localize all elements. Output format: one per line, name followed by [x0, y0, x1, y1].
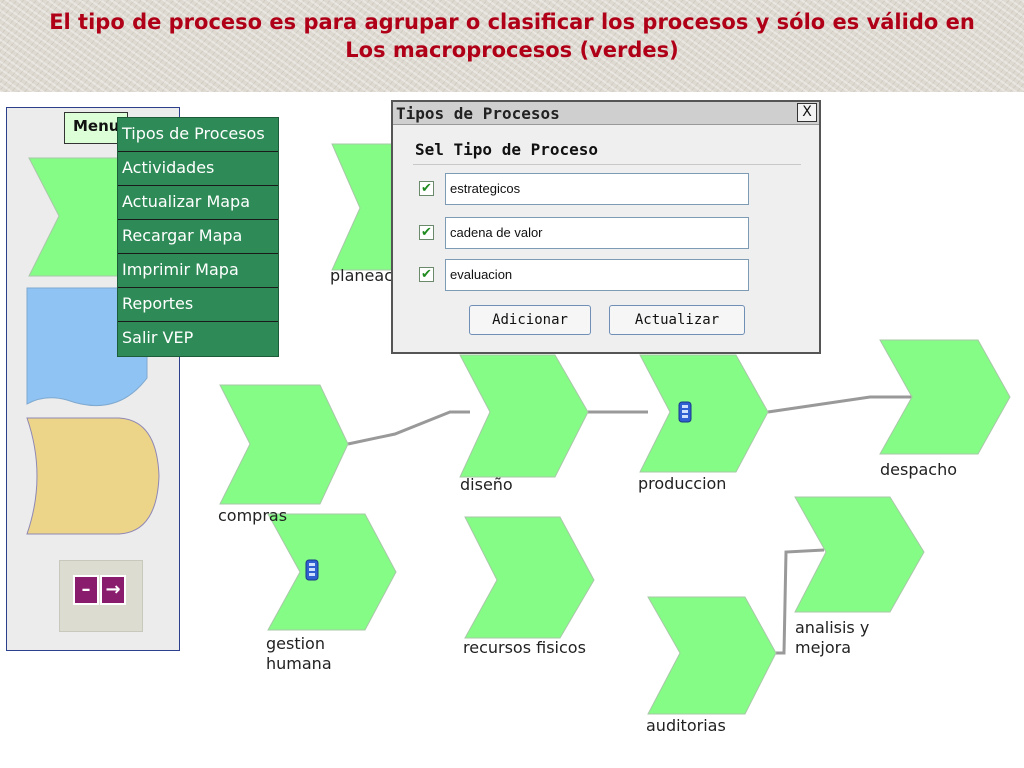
- exit-button[interactable]: – →: [59, 560, 143, 632]
- menu-item-salir-vep[interactable]: Salir VEP: [122, 328, 194, 347]
- option-input-cadena-de-valor[interactable]: cadena de valor: [445, 217, 749, 249]
- node-label-produccion: produccion: [638, 474, 727, 493]
- menu-item-imprimir-mapa[interactable]: Imprimir Mapa: [118, 254, 278, 288]
- menu-item-actividades[interactable]: Actividades: [118, 152, 278, 186]
- menu-item-tipos-de-procesos[interactable]: Tipos de Procesos: [118, 118, 278, 152]
- process-chevron-diseno[interactable]: [459, 354, 589, 478]
- process-chevron-despacho[interactable]: [879, 339, 1011, 455]
- dialog-heading: Sel Tipo de Proceso: [415, 140, 599, 159]
- node-label-gestion-humana: gestion humana: [266, 634, 332, 673]
- node-label-auditorias: auditorias: [646, 716, 726, 735]
- connector-auditorias-analisis: [776, 548, 825, 655]
- checkbox-evaluacion[interactable]: ✔: [419, 267, 434, 282]
- process-chevron-produccion[interactable]: [639, 354, 769, 473]
- document-icon[interactable]: [677, 400, 693, 424]
- banner-title-line2: Los macroprocesos (verdes): [345, 38, 679, 62]
- menu-item-recargar-mapa[interactable]: Recargar Mapa: [118, 220, 278, 254]
- node-label-analisis-mejora: analisis y mejora: [795, 618, 870, 657]
- actualizar-button[interactable]: Actualizar: [609, 305, 745, 335]
- arrow-right-icon: →: [100, 575, 126, 605]
- option-row-evaluacion: ✔ evaluacion: [419, 259, 749, 291]
- option-row-estrategicos: ✔ estrategicos: [419, 173, 749, 205]
- tipos-de-procesos-dialog: Tipos de Procesos X Sel Tipo de Proceso …: [391, 100, 821, 354]
- dialog-title: Tipos de Procesos: [396, 104, 560, 123]
- process-chevron-auditorias[interactable]: [647, 596, 777, 715]
- node-label-diseno: diseño: [460, 475, 513, 494]
- option-input-estrategicos[interactable]: estrategicos: [445, 173, 749, 205]
- connector-compras-diseno: [347, 410, 470, 446]
- close-button[interactable]: X: [797, 103, 817, 122]
- option-row-cadena-de-valor: ✔ cadena de valor: [419, 217, 749, 249]
- banner-title-line1: El tipo de proceso es para agrupar o cla…: [49, 10, 975, 34]
- node-label-despacho: despacho: [880, 460, 958, 479]
- adicionar-button[interactable]: Adicionar: [469, 305, 591, 335]
- dropdown-menu: Tipos de Procesos Actividades Actualizar…: [117, 117, 279, 357]
- process-map-canvas: – → Menu Tipos de Procesos Actividades A…: [0, 92, 1024, 768]
- menu-item-reportes[interactable]: Reportes: [118, 288, 278, 322]
- document-icon[interactable]: [304, 558, 320, 582]
- process-chevron-analisis-mejora[interactable]: [794, 496, 925, 613]
- connector-produccion-despacho: [767, 395, 912, 414]
- connector-lines: [347, 395, 912, 655]
- node-label-recursos-fisicos: recursos fisicos: [463, 638, 586, 657]
- process-chevron-recursos-fisicos[interactable]: [464, 516, 595, 639]
- menu-item-actualizar-mapa[interactable]: Actualizar Mapa: [118, 186, 278, 220]
- title-banner: El tipo de proceso es para agrupar o cla…: [0, 0, 1024, 92]
- node-label-planeacion: planeac: [330, 266, 393, 285]
- dialog-titlebar[interactable]: Tipos de Procesos X: [393, 102, 819, 125]
- process-chevron-compras[interactable]: [219, 384, 349, 505]
- divider: [413, 164, 801, 165]
- node-label-compras: compras: [218, 506, 288, 525]
- minus-icon: –: [73, 575, 99, 605]
- checkbox-estrategicos[interactable]: ✔: [419, 181, 434, 196]
- checkbox-cadena-de-valor[interactable]: ✔: [419, 225, 434, 240]
- option-input-evaluacion[interactable]: evaluacion: [445, 259, 749, 291]
- palette-display-shape[interactable]: [26, 417, 160, 535]
- process-chevron-gestion-humana[interactable]: [267, 513, 397, 631]
